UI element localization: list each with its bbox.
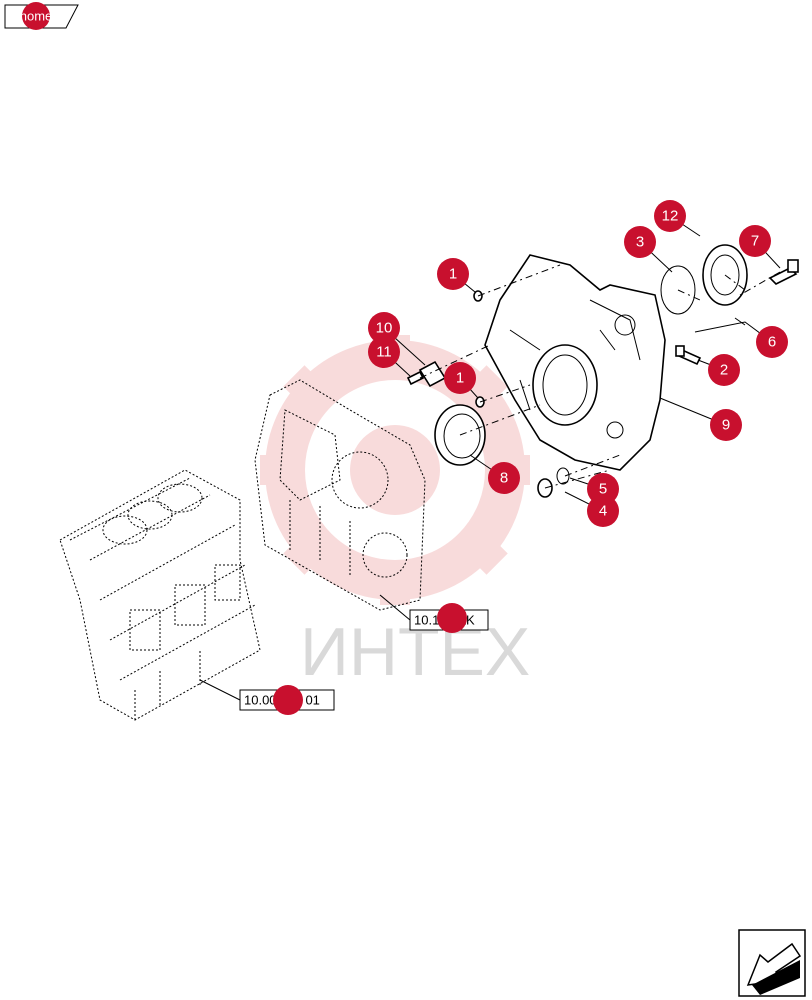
callout-1-lower[interactable]: 1 xyxy=(444,362,476,394)
callout-6[interactable]: 6 xyxy=(756,326,788,358)
reference-box-10-102-ak[interactable]: 10.102.AK xyxy=(409,603,489,633)
callout-3[interactable]: 3 xyxy=(624,226,656,258)
callout-5[interactable]: 5 xyxy=(587,473,619,505)
alignment-lines xyxy=(419,264,781,489)
callout-4[interactable]: 4 xyxy=(587,495,619,527)
next-page-arrow-icon[interactable] xyxy=(738,929,806,997)
svg-text:7: 7 xyxy=(751,233,759,250)
reference-marker xyxy=(437,603,467,633)
reference-marker xyxy=(273,685,303,715)
svg-text:12: 12 xyxy=(662,208,679,225)
callout-7[interactable]: 7 xyxy=(739,225,771,257)
callout-12[interactable]: 12 xyxy=(654,200,686,232)
callout-2[interactable]: 2 xyxy=(708,354,740,386)
svg-text:11: 11 xyxy=(376,344,392,361)
svg-text:8: 8 xyxy=(500,470,508,487)
callout-1-upper[interactable]: 1 xyxy=(437,258,469,290)
timing-cover-part xyxy=(484,254,666,471)
home-marker xyxy=(22,2,50,30)
callout-8[interactable]: 8 xyxy=(488,462,520,494)
ring-part-5 xyxy=(556,467,570,485)
bolt-part-2 xyxy=(675,345,702,366)
svg-text:3: 3 xyxy=(636,234,644,251)
svg-text:9: 9 xyxy=(722,417,730,434)
svg-text:1: 1 xyxy=(449,266,457,283)
callout-10[interactable]: 10 xyxy=(368,312,400,344)
home-label: home xyxy=(20,9,53,24)
engine-block-outline xyxy=(59,469,261,721)
home-button[interactable]: home xyxy=(4,2,79,30)
gear-housing-outline xyxy=(254,379,426,611)
svg-text:2: 2 xyxy=(720,362,728,379)
svg-text:1: 1 xyxy=(456,370,464,387)
callout-9[interactable]: 9 xyxy=(710,409,742,441)
svg-text:10: 10 xyxy=(376,320,393,337)
svg-text:6: 6 xyxy=(768,334,776,351)
svg-text:5: 5 xyxy=(599,481,607,498)
reference-box-10-001-a5-01[interactable]: 10.001.a5 01 xyxy=(239,685,335,715)
svg-text:4: 4 xyxy=(599,503,607,520)
oring-part-3 xyxy=(660,265,696,315)
bolt-part-7 xyxy=(768,259,799,285)
bolt-part-11 xyxy=(406,370,425,386)
callout-11[interactable]: 11 xyxy=(368,336,400,368)
